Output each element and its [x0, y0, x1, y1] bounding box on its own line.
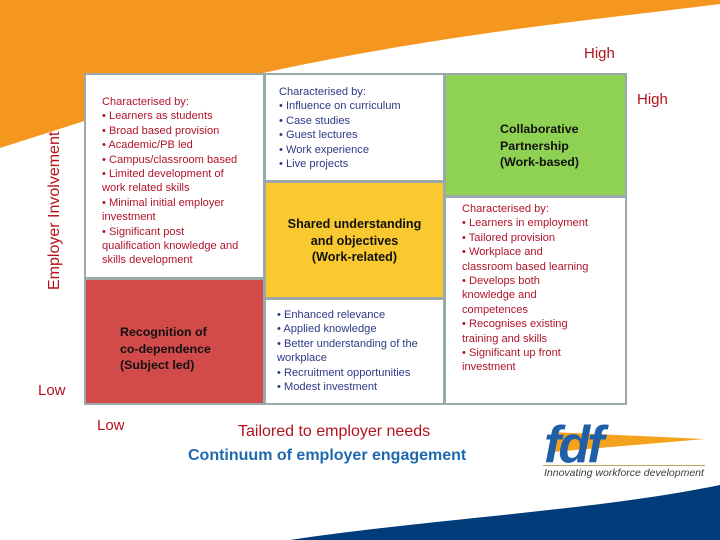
list-item: • Work experience: [279, 143, 370, 156]
title-line: Shared understanding: [287, 217, 422, 231]
fdf-logo: fdf: [544, 416, 705, 474]
list-item: • Modest investment: [277, 381, 378, 394]
y-axis-high-label: High: [637, 91, 668, 108]
orange-swoosh: [0, 0, 720, 148]
list-item: • Significant up front: [462, 347, 561, 360]
stage3-title: Collaborative Partnership (Work-based): [500, 121, 579, 171]
list-item: • Workplace and: [462, 246, 543, 259]
stage2-characteristics-list: Characterised by: • Influence on curricu…: [279, 85, 401, 171]
stage2-title-box: Shared understanding and objectives (Wor…: [264, 181, 445, 299]
logo-wordmark: fdf: [544, 416, 609, 474]
list-item: • Applied knowledge: [277, 323, 377, 336]
list-item: • Develops both: [462, 275, 540, 288]
list-item: • Academic/PB led: [102, 139, 193, 152]
list-item: • Live projects: [279, 158, 349, 171]
list-item: • Limited development of: [102, 168, 224, 181]
title-line: and objectives: [310, 233, 399, 248]
list-item: • Guest lectures: [279, 129, 358, 142]
list-item: Characterised by:: [102, 96, 189, 108]
list-item: Characterised by:: [279, 86, 366, 98]
list-item: • Learners as students: [102, 110, 213, 123]
y-axis-low-label: Low: [38, 382, 66, 399]
list-item: • Recruitment opportunities: [277, 366, 411, 379]
stage2-title: Shared understanding and objectives (Wor…: [266, 216, 443, 266]
title-line: Collaborative: [500, 122, 579, 136]
stage3-characteristics-box: Characterised by: • Learners in employme…: [444, 196, 627, 405]
list-item: • Minimal initial employer: [102, 196, 225, 209]
navy-swoosh: [290, 485, 720, 540]
stage3-title-box: Collaborative Partnership (Work-based): [444, 73, 627, 197]
list-item: work related skills: [102, 182, 190, 195]
stage2-benefits-box: • Enhanced relevance • Applied knowledge…: [264, 298, 445, 405]
list-item: • Significant post: [102, 225, 185, 238]
list-item: • Tailored provision: [462, 231, 556, 244]
logo-tagline: Innovating workforce development: [544, 467, 704, 479]
list-item: • Recognises existing: [462, 318, 568, 331]
list-item: investment: [102, 211, 156, 224]
list-item: • Learners in employment: [462, 217, 588, 230]
list-item: • Better understanding of the: [277, 337, 418, 350]
list-item: Characterised by:: [462, 203, 549, 215]
logo-pennant: [552, 432, 705, 452]
list-item: training and skills: [462, 332, 548, 345]
list-item: • Campus/classroom based: [102, 153, 238, 166]
logo-divider: [543, 465, 705, 466]
title-line: (Work-related): [311, 250, 398, 264]
stage1-characteristics-box: Characterised by: • Learners as students…: [84, 73, 265, 279]
title-line: (Work-based): [500, 155, 579, 169]
stage1-characteristics-list: Characterised by: • Learners as students…: [102, 95, 238, 268]
stage1-title-box: Recognition of co-dependence (Subject le…: [84, 278, 265, 405]
list-item: skills development: [102, 254, 193, 267]
list-item: workplace: [277, 352, 327, 365]
stage2-characteristics-box: Characterised by: • Influence on curricu…: [264, 73, 445, 182]
title-line: Partnership: [500, 138, 569, 153]
title-line: (Subject led): [120, 358, 195, 372]
x-axis-title: Tailored to employer needs: [238, 423, 431, 440]
stage1-title: Recognition of co-dependence (Subject le…: [120, 324, 211, 374]
stage3-characteristics-list: Characterised by: • Learners in employme…: [462, 202, 588, 375]
stage2-benefits-list: • Enhanced relevance • Applied knowledge…: [277, 308, 418, 394]
footer-title: Continuum of employer engagement: [188, 447, 467, 464]
list-item: • Case studies: [279, 114, 351, 127]
x-axis-low-label: Low: [97, 417, 125, 434]
title-line: co-dependence: [120, 341, 211, 356]
list-item: • Influence on curriculum: [279, 100, 401, 113]
x-axis-high-label: High: [584, 45, 615, 62]
list-item: knowledge and: [462, 289, 537, 302]
list-item: qualification knowledge and: [102, 240, 239, 253]
y-axis-title: Employer Involvement: [46, 131, 63, 290]
list-item: • Broad based provision: [102, 124, 220, 137]
list-item: • Enhanced relevance: [277, 309, 386, 321]
list-item: classroom based learning: [462, 260, 589, 273]
list-item: investment: [462, 361, 516, 374]
title-line: Recognition of: [120, 325, 207, 339]
list-item: competences: [462, 303, 528, 316]
